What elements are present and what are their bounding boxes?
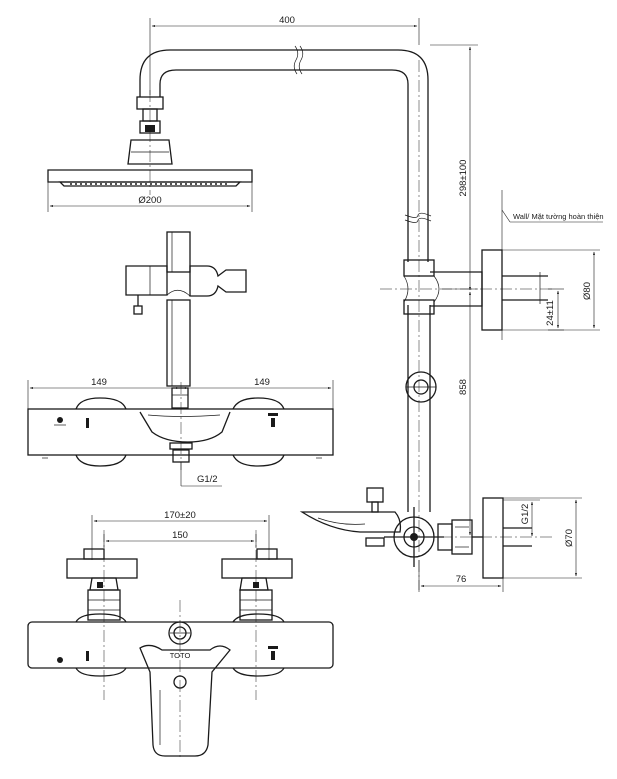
dim-inlet-thread: G1/2 [503,499,540,537]
dim-mixer-height: 858 [442,288,478,536]
dim-riser-width-label: 400 [279,15,295,26]
hand-shower-holder [125,231,247,387]
wall-bracket [380,249,552,331]
dim-body-half-right-label: 149 [254,377,270,388]
dim-riser-height-label: 298±100 [458,160,469,197]
dim-inlet-thread-label: G1/2 [520,504,531,525]
dim-bracket-offset: 24±11 [545,288,564,331]
mixer-body-top-view [27,382,334,470]
mixer-body-side-view [299,371,552,579]
dim-wall-offset: 76 [418,560,504,592]
dim-center-distance: 170±20 [91,510,270,560]
dim-body-halves: 149 149 [27,377,334,409]
dim-center-distance-label: 170±20 [164,510,196,521]
dim-outlet-thread-label: G1/2 [197,474,218,485]
dim-riser-height: 298±100 [430,44,478,291]
dim-wall-plate-diameter-label: Ø80 [582,282,593,300]
dim-outlet-thread: G1/2 [180,462,222,487]
dim-head-diameter-label: Ø200 [138,195,161,206]
shower-head [47,90,253,195]
bath-mixer-front-view: TOTO [27,530,334,760]
riser-pipe [139,45,432,590]
dim-bracket-offset-label: 24±11 [545,300,556,326]
wall-label: Wall/ Mặt tường hoàn thiện [513,212,604,221]
dim-inlet-diameter: Ø70 [503,497,582,579]
dim-head-diameter: Ø200 [47,182,253,212]
wall-line: Wall/ Mặt tường hoàn thiện [501,190,604,340]
dim-center-distance-nominal: 150 [103,530,257,548]
dim-mixer-height-label: 858 [458,379,469,395]
dim-riser-width: 400 [149,15,420,95]
dim-body-half-left-label: 149 [91,377,107,388]
dim-center-distance-nominal-label: 150 [172,530,188,541]
dim-inlet-diameter-label: Ø70 [564,529,575,547]
dim-wall-offset-label: 76 [456,574,467,585]
